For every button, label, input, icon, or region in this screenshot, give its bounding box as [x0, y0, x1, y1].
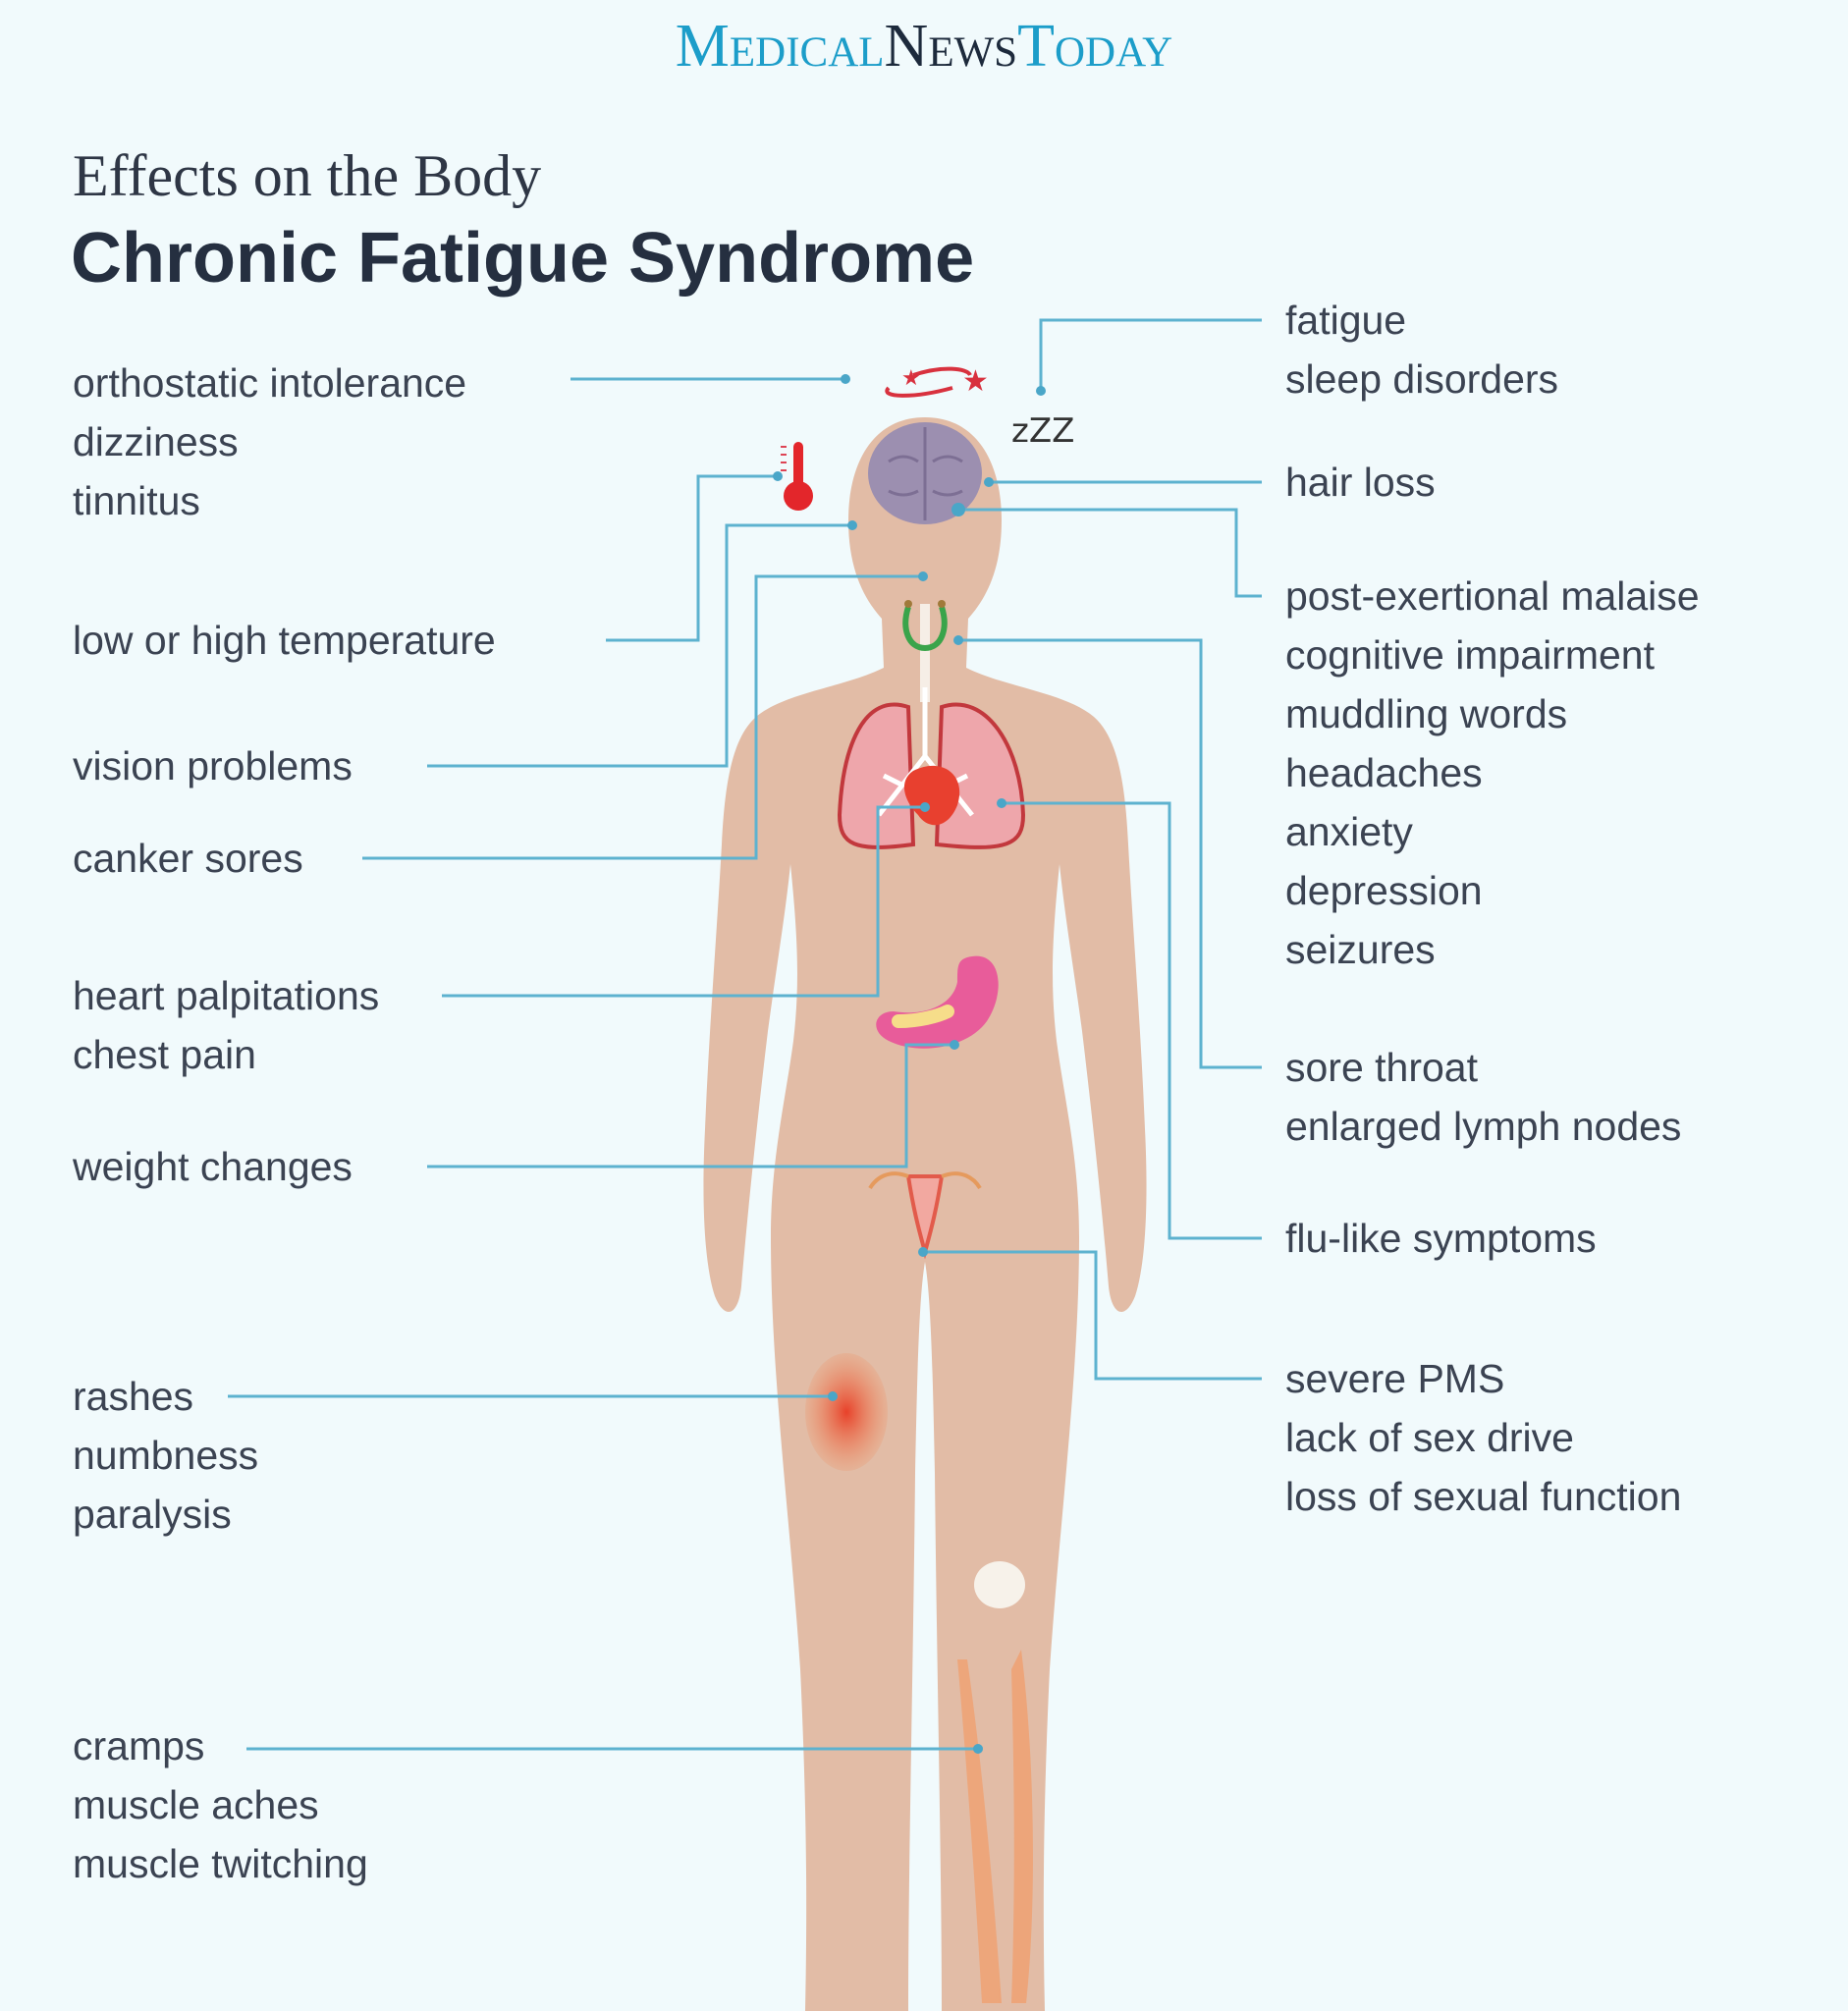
symptom-group-flu: flu-like symptoms: [1285, 1209, 1597, 1268]
symptom-label: tinnitus: [73, 478, 200, 523]
symptom-label: low or high temperature: [73, 618, 496, 663]
symptom-group-sleep: fatigue sleep disorders: [1285, 291, 1558, 408]
symptom-label: depression: [1285, 868, 1483, 913]
symptom-group-hair: hair loss: [1285, 453, 1436, 512]
symptom-group-vision: vision problems: [73, 736, 353, 795]
symptom-label: chest pain: [73, 1032, 256, 1077]
symptom-label: headaches: [1285, 750, 1483, 795]
symptom-group-head-balance: orthostatic intolerance dizziness tinnit…: [73, 353, 466, 530]
page-title: Chronic Fatigue Syndrome: [71, 219, 975, 298]
symptom-group-skin-nerves: rashes numbness paralysis: [73, 1367, 258, 1544]
symptom-label: orthostatic intolerance: [73, 360, 467, 406]
symptom-label: muddling words: [1285, 691, 1568, 736]
dizziness-stars-icon: ★ ★: [885, 365, 989, 398]
medical-news-today-logo: MedicalNewsToday: [0, 12, 1848, 82]
symptom-group-reproductive: severe PMS lack of sex drive loss of sex…: [1285, 1349, 1681, 1526]
symptom-group-muscles: cramps muscle aches muscle twitching: [73, 1716, 368, 1893]
symptom-label: muscle twitching: [73, 1841, 368, 1886]
connector-dots: [773, 374, 1046, 1754]
symptom-label: cramps: [73, 1723, 205, 1768]
connector-lines: [228, 318, 1262, 1751]
symptom-label: severe PMS: [1285, 1356, 1505, 1401]
lungs-icon: [837, 687, 1026, 849]
symptom-label: anxiety: [1285, 809, 1413, 854]
symptom-label: weight changes: [73, 1144, 353, 1189]
stomach-icon: [876, 955, 999, 1049]
thermometer-icon: [781, 442, 813, 511]
symptom-label: canker sores: [73, 836, 303, 881]
svg-text:★: ★: [962, 365, 989, 398]
symptom-group-heart: heart palpitations chest pain: [73, 966, 379, 1084]
symptom-label: sleep disorders: [1285, 356, 1559, 402]
symptom-group-weight: weight changes: [73, 1137, 353, 1196]
symptom-label: flu-like symptoms: [1285, 1216, 1597, 1261]
symptom-group-temperature: low or high temperature: [73, 611, 496, 670]
svg-text:★: ★: [901, 365, 921, 390]
shin-muscle-icon: [957, 1650, 1033, 2003]
thyroid-icon: [902, 600, 948, 702]
symptom-label: seizures: [1285, 927, 1436, 972]
symptom-label: rashes: [73, 1374, 194, 1419]
logo-today: Today: [1017, 13, 1173, 80]
symptom-label: lack of sex drive: [1285, 1415, 1574, 1460]
symptom-label: vision problems: [73, 743, 353, 788]
subtitle: Effects on the Body: [73, 143, 542, 208]
symptom-label: numbness: [73, 1433, 259, 1478]
sleep-zzz-icon: zZZ: [1011, 411, 1074, 451]
symptom-label: muscle aches: [73, 1782, 319, 1827]
symptom-group-mouth: canker sores: [73, 829, 303, 888]
knee-icon: [974, 1561, 1025, 1608]
logo-news: News: [884, 13, 1018, 80]
brain-icon: [868, 422, 982, 524]
symptom-group-throat: sore throat enlarged lymph nodes: [1285, 1038, 1681, 1156]
symptom-label: dizziness: [73, 419, 239, 464]
symptom-group-brain: post-exertional malaise cognitive impair…: [1285, 567, 1700, 979]
logo-medical: Medical: [675, 13, 885, 80]
symptom-label: paralysis: [73, 1492, 232, 1537]
symptom-label: sore throat: [1285, 1045, 1478, 1090]
symptom-label: loss of sexual function: [1285, 1474, 1682, 1519]
symptom-label: fatigue: [1285, 298, 1407, 343]
symptom-label: hair loss: [1285, 460, 1436, 505]
symptom-label: heart palpitations: [73, 973, 380, 1018]
symptom-label: post-exertional malaise: [1285, 573, 1700, 619]
rash-icon: [805, 1353, 888, 1471]
symptom-label: cognitive impairment: [1285, 632, 1655, 678]
symptom-label: enlarged lymph nodes: [1285, 1104, 1682, 1149]
